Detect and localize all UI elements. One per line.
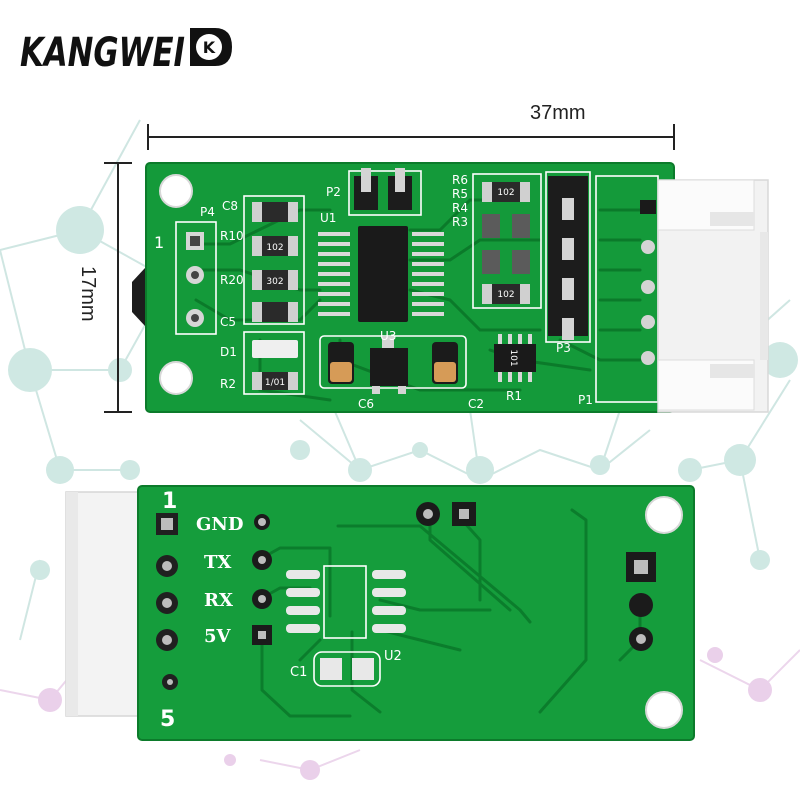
silk-pin1-top: 1 [154,233,164,252]
brand-name: KANGWEI [20,30,185,76]
pin-number-first: 1 [162,489,177,514]
connector-p1 [640,179,769,413]
silk-c2: C2 [468,397,484,411]
footprint-c1 [313,651,381,687]
header-p4 [186,232,204,327]
pin-label-5v: 5V [204,626,232,647]
top-pads [416,502,476,526]
silk-r20: R20 [220,273,244,287]
silk-u1: U1 [320,211,336,225]
right-pads [626,552,656,651]
width-dimension-label: 37mm [530,102,586,124]
chip-code-r20: 302 [266,277,283,287]
pin-label-tx: TX [204,552,231,573]
mounting-hole [159,361,193,395]
chip-code-r4: 102 [497,290,514,300]
pin-number-last: 5 [160,707,175,732]
chip-code-r10: 102 [266,243,283,253]
silk-c1: C1 [290,665,307,680]
silk-c5: C5 [220,315,236,329]
chip-code-r3: 102 [497,188,514,198]
mounting-hole [645,496,683,534]
silk-c8: C8 [222,199,238,213]
top-board: 102 302 1/01 [132,162,769,413]
silk-p3: P3 [556,341,571,355]
silk-p1: P1 [578,393,593,407]
silk-p4: P4 [200,205,215,219]
ic-r1 [494,334,536,382]
silk-c6: C6 [358,397,374,411]
silk-r3: R3 [452,215,468,229]
bottom-board: GND TX RX 5V 1 5 C1 U2 [65,485,695,741]
height-dimension [104,162,132,413]
jumper-p2 [354,168,412,210]
bottom-connector [65,491,149,717]
silk-r6: R6 [452,173,468,187]
mounting-hole [159,174,193,208]
pin-label-gnd: GND [196,514,243,535]
regulator-u3 [328,336,458,394]
ic-u1 [318,226,444,322]
chip-code-r2: 1/01 [265,378,285,388]
header-p3 [548,176,588,340]
smd-left-column [252,202,298,390]
resistor-block-right [482,182,530,304]
silk-p2: P2 [326,185,341,199]
mounting-hole [645,691,683,729]
silk-r5: R5 [452,187,468,201]
footprint-u2 [286,565,406,639]
silk-r2: R2 [220,377,236,391]
brand-badge-icon: K [190,28,232,66]
brand-logo: KANGWEI K [20,28,232,76]
silk-u2: U2 [384,649,402,664]
pin-header-left [156,513,178,690]
pin-label-rx: RX [204,590,233,611]
background-network-nodes [8,206,798,580]
chip-code-r1: 101 [508,349,518,366]
silk-u3: U3 [380,329,396,343]
silk-r1: R1 [506,389,522,403]
silk-r4: R4 [452,201,468,215]
signal-pads [252,514,272,645]
brand-badge-letter: K [203,38,216,57]
width-dimension [147,124,675,150]
silk-r10: R10 [220,229,244,243]
silk-d1: D1 [220,345,237,359]
height-dimension-label: 17mm [77,266,99,322]
